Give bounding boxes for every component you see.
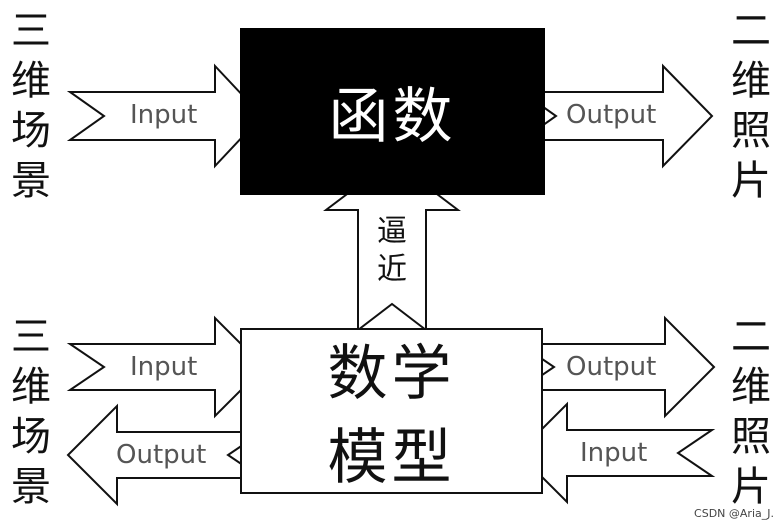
top-input-arrow (66, 63, 264, 169)
top-output-label: Output (566, 100, 657, 130)
right-bottom-label: 二 维 照 片 (731, 314, 771, 510)
left-top-label: 三 维 场 景 (11, 8, 51, 204)
bottom-right-input-label: Input (580, 438, 648, 468)
bottom-right-input-arrow (516, 401, 716, 505)
right-top-label: 二 维 照 片 (731, 8, 771, 204)
bottom-left-input-label: Input (130, 352, 198, 382)
function-box: 函数 (240, 28, 545, 195)
left-bottom-label: 三 维 场 景 (11, 314, 51, 510)
bottom-right-output-label: Output (566, 352, 657, 382)
math-model-label: 数学 模型 (327, 339, 456, 493)
approximate-arrow (323, 158, 461, 333)
bottom-left-input-arrow (66, 315, 266, 419)
bottom-left-output-label: Output (116, 440, 207, 470)
top-input-label: Input (130, 100, 198, 130)
math-model-box: 数学 模型 (240, 328, 543, 494)
function-box-label: 函数 (328, 82, 457, 152)
bottom-left-output-arrow (66, 403, 266, 507)
watermark: CSDN @Aria_J. (694, 507, 774, 520)
approximate-label: 逼 近 (377, 214, 407, 287)
